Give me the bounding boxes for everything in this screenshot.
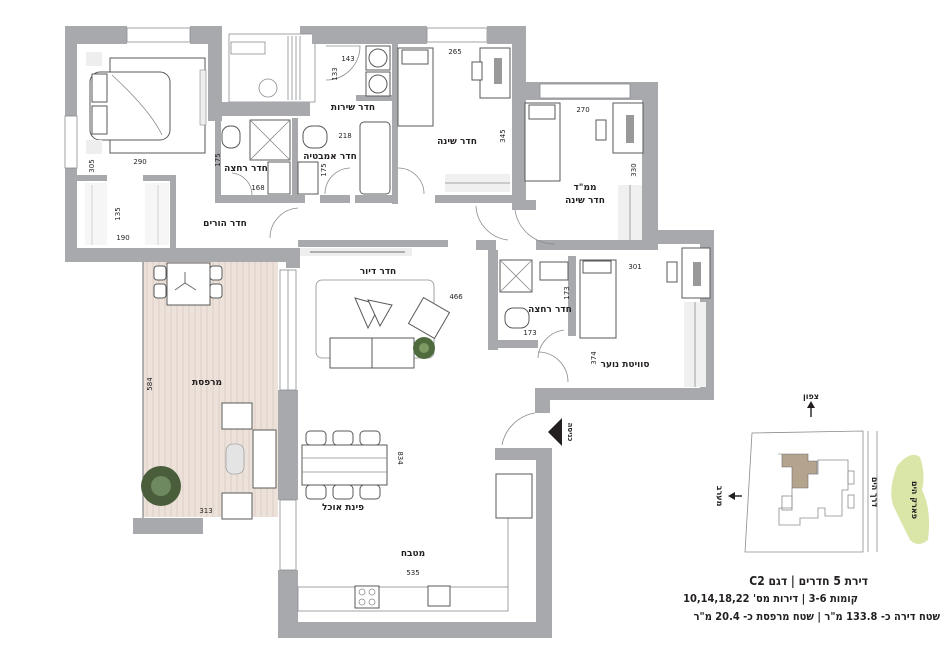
label-dining: פינת אוכל	[322, 503, 364, 513]
dim-teen-h: 374	[590, 351, 598, 365]
dim-teen-bath-w: 173	[523, 329, 536, 337]
dim-bedroom1-w: 265	[448, 48, 461, 56]
label-bathroom: חדר אמבטיה	[303, 152, 357, 162]
dim-mamad-w: 270	[576, 106, 589, 114]
dim-closet-h: 135	[114, 207, 122, 220]
dim-laundry-h: 133	[331, 67, 339, 80]
label-north: צפון	[803, 392, 819, 401]
dim-bedroom1-h: 345	[499, 129, 507, 142]
entrance-label: כניסה	[566, 423, 574, 442]
entrance-arrow	[548, 418, 562, 446]
plant-balcony	[141, 466, 181, 506]
unit-type-title: דירת 5 חדרים | דגם C2	[749, 574, 868, 588]
dim-master-bath-w: 168	[251, 184, 264, 192]
unit-area: שטח דירה כ- 133.8 מ"ר | שטח מרפסת כ- 20.…	[693, 610, 940, 623]
unit-floors: קומות 3-6 | דירות מס' 10,14,18,22	[683, 592, 858, 605]
dim-teen-bath-h: 173	[563, 286, 571, 299]
label-teen-suite: סוויטת נוער	[601, 360, 650, 370]
dim-balcony-h: 584	[146, 377, 154, 391]
dim-master-w: 290	[133, 158, 146, 166]
dim-bathroom-h: 175	[320, 163, 328, 176]
label-teen-bath: חדר רחצה	[528, 305, 572, 315]
dim-kitchen: 535	[406, 569, 419, 577]
label-living: חדר דיור	[360, 267, 396, 277]
label-laundry: חדר שירות	[331, 103, 375, 113]
label-master-bath: חדר רחצה	[224, 164, 268, 174]
label-balcony: מרפסת	[192, 378, 222, 388]
dim-living: 466	[449, 293, 463, 301]
label-master-bedroom: חדר הורים	[203, 219, 247, 229]
site-plan: פארק הים דרך הים צפון מערב	[715, 392, 930, 553]
dim-balcony-w: 313	[199, 507, 212, 515]
park	[891, 454, 930, 544]
label-bedroom-mamad: חדר שינה	[565, 196, 605, 206]
dim-closet-w: 190	[116, 234, 129, 242]
balcony-ledge	[133, 518, 203, 534]
label-road: דרך הים	[870, 477, 879, 508]
dim-dining: 834	[396, 451, 404, 465]
label-mamad: ממ"ד	[573, 183, 596, 193]
dim-bathroom-w: 218	[338, 132, 351, 140]
dim-laundry-w: 143	[341, 55, 354, 63]
dim-teen-w: 301	[628, 263, 641, 271]
dim-master-h: 305	[88, 159, 96, 172]
dim-mamad-h: 330	[630, 163, 638, 176]
label-park: פארק הים	[910, 481, 919, 519]
label-kitchen: מטבח	[401, 549, 425, 559]
label-west: מערב	[715, 486, 724, 507]
label-bedroom1: חדר שינה	[437, 137, 477, 147]
plant-living	[413, 337, 435, 359]
highlight-unit	[778, 453, 818, 489]
dim-master-bath-h: 175	[214, 153, 222, 166]
